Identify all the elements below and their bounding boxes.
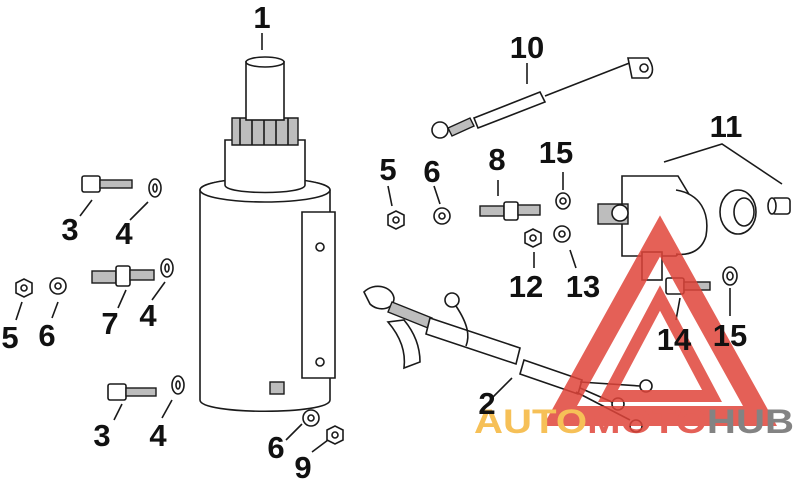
starter-motor bbox=[199, 56, 336, 412]
callout-15-top: 15 bbox=[539, 135, 573, 170]
callout-6-bottom: 6 bbox=[267, 430, 284, 465]
lockwasher-6-bottom bbox=[302, 409, 320, 427]
callout-11: 11 bbox=[710, 109, 743, 144]
ground-cable bbox=[431, 57, 654, 139]
nut-12 bbox=[524, 228, 542, 248]
callout-3-top: 3 bbox=[61, 212, 78, 247]
grommet bbox=[719, 189, 757, 235]
watermark-part-hub: HUB bbox=[707, 403, 794, 441]
callout-6-right: 6 bbox=[423, 154, 440, 189]
watermark-part-moto: MOTO bbox=[587, 403, 707, 441]
callout-3-bottom: 3 bbox=[93, 418, 110, 453]
callout-8: 8 bbox=[488, 142, 505, 177]
callout-13: 13 bbox=[566, 269, 600, 304]
callout-5-right: 5 bbox=[379, 152, 396, 187]
callout-9: 9 bbox=[294, 450, 311, 484]
callout-4-mid: 4 bbox=[139, 298, 157, 333]
stud-7 bbox=[91, 265, 155, 287]
nut-9 bbox=[326, 425, 344, 445]
callout-2: 2 bbox=[478, 386, 495, 421]
solenoid bbox=[597, 175, 708, 281]
washer-15-top bbox=[555, 192, 571, 210]
washer-15-bottom bbox=[722, 266, 738, 286]
stud-8 bbox=[479, 201, 541, 221]
callout-4-bottom: 4 bbox=[149, 418, 167, 453]
callout-4-top: 4 bbox=[115, 216, 133, 251]
callout-5-left: 5 bbox=[1, 320, 18, 355]
callout-12: 12 bbox=[509, 269, 543, 304]
watermark-part-auto: AUTO bbox=[474, 403, 587, 441]
callout-14: 14 bbox=[657, 322, 692, 357]
bushing bbox=[767, 197, 791, 215]
callout-labels: 1 3 4 5 6 7 4 3 4 6 9 5 6 8 15 10 11 12 … bbox=[1, 0, 747, 484]
washer-4-top bbox=[148, 178, 162, 198]
lockwasher-6-left bbox=[49, 277, 67, 295]
bolt-3-bottom bbox=[107, 383, 157, 401]
washer-4-bottom bbox=[171, 375, 185, 395]
bolt-3-top bbox=[81, 175, 133, 193]
nut-5-right bbox=[387, 210, 405, 230]
lockwasher-13 bbox=[553, 225, 571, 243]
callout-1: 1 bbox=[253, 0, 270, 35]
leader-lines bbox=[15, 33, 783, 453]
washer-4-mid bbox=[160, 258, 174, 278]
callout-6-left: 6 bbox=[38, 318, 55, 353]
nut-5-left bbox=[15, 278, 33, 298]
lockwasher-6-right bbox=[433, 207, 451, 225]
callout-15-bottom: 15 bbox=[713, 318, 747, 353]
callout-7: 7 bbox=[101, 306, 118, 341]
callout-10: 10 bbox=[510, 30, 544, 65]
